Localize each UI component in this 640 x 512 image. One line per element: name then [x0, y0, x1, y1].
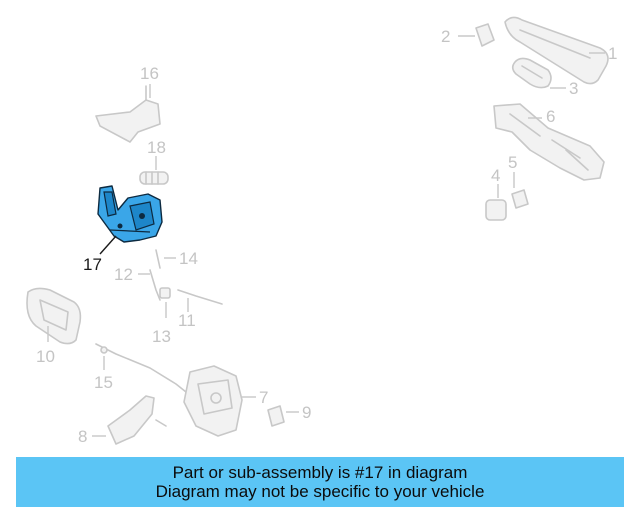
callout-4: 4 [491, 166, 500, 198]
callout-18: 18 [147, 138, 166, 170]
svg-text:1: 1 [608, 44, 617, 63]
callout-2: 2 [441, 27, 475, 46]
callout-17: 17 [83, 235, 117, 274]
callout-11: 11 [178, 298, 196, 330]
svg-text:14: 14 [179, 249, 198, 268]
part-11-rod [177, 289, 223, 305]
svg-text:11: 11 [178, 311, 196, 330]
svg-text:12: 12 [114, 265, 133, 284]
part-17-latch-assembly [97, 185, 163, 243]
part-18-bumper [139, 171, 169, 185]
svg-text:2: 2 [441, 27, 450, 46]
callout-15: 15 [94, 356, 113, 392]
svg-text:5: 5 [508, 153, 517, 172]
callout-10: 10 [36, 326, 55, 366]
svg-text:18: 18 [147, 138, 166, 157]
callout-3: 3 [550, 79, 578, 98]
callout-14: 14 [164, 249, 198, 268]
part-12-clip [149, 269, 161, 301]
svg-text:3: 3 [569, 79, 578, 98]
callout-1: 1 [589, 44, 617, 63]
part-1-outer-handle [504, 16, 609, 85]
svg-text:8: 8 [78, 427, 87, 446]
callout-12: 12 [114, 265, 150, 284]
callout-9: 9 [286, 403, 311, 422]
banner-line-2: Diagram may not be specific to your vehi… [155, 482, 485, 501]
info-banner: Part or sub-assembly is #17 in diagram D… [16, 457, 624, 507]
part-9-clip [267, 405, 285, 427]
part-13-bushing [159, 287, 171, 299]
callout-16: 16 [140, 64, 159, 98]
svg-text:17: 17 [83, 255, 102, 274]
banner-line-1: Part or sub-assembly is #17 in diagram [172, 463, 468, 482]
svg-text:7: 7 [259, 388, 268, 407]
part-16-bracket [95, 85, 161, 143]
part-7-latch [183, 365, 243, 437]
part-5-cap [511, 189, 529, 209]
part-10-inside-handle [26, 287, 82, 345]
svg-text:9: 9 [302, 403, 311, 422]
callout-5: 5 [508, 153, 517, 188]
svg-text:6: 6 [546, 107, 555, 126]
svg-text:16: 16 [140, 64, 159, 83]
part-3-gasket [511, 57, 552, 89]
callout-6: 6 [528, 107, 555, 126]
callout-13: 13 [152, 302, 171, 346]
part-14-rod [155, 249, 161, 269]
part-8-bracket [107, 395, 167, 445]
callout-7: 7 [242, 388, 268, 407]
svg-text:15: 15 [94, 373, 113, 392]
part-2-pad [475, 23, 495, 47]
svg-text:10: 10 [36, 347, 55, 366]
callout-8: 8 [78, 427, 106, 446]
part-15-cable [95, 343, 187, 393]
part-6-handle-frame [493, 103, 605, 181]
svg-text:13: 13 [152, 327, 171, 346]
part-4-cylinder [485, 199, 507, 221]
svg-text:4: 4 [491, 166, 500, 185]
